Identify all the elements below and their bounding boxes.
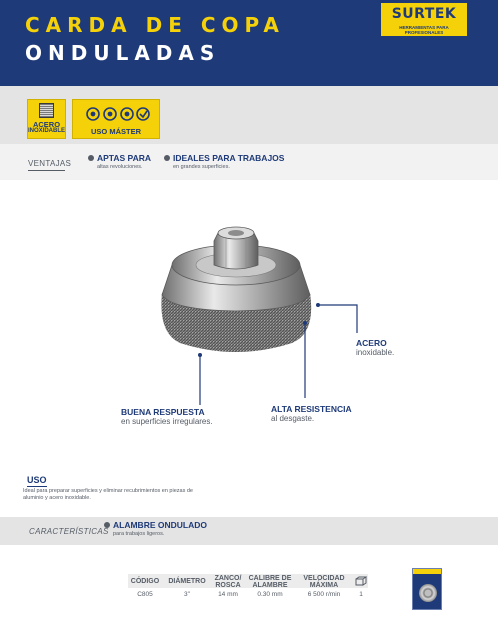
col-zanco-rosca: ZANCO/ ROSCA	[214, 575, 242, 589]
callout-acero-subtitle: inoxidable.	[356, 348, 395, 357]
col-calibre: CALIBRE DE ALAMBRE	[248, 575, 292, 589]
caracteristicas-section: CARACTERÍSTICAS ALAMBRE ONDULADO para tr…	[0, 517, 498, 545]
callout-alta-subtitle: al desgaste.	[271, 414, 315, 423]
ventaja-title: IDEALES PARA TRABAJOS	[173, 153, 285, 163]
title-line-1: CARDA DE COPA	[25, 13, 285, 37]
col-velocidad: VELOCIDAD MÁXIMA	[303, 575, 345, 589]
alta-leader-dot	[303, 321, 307, 325]
acero-leader-dot	[316, 303, 320, 307]
callout-buena-respuesta: BUENA RESPUESTA en superficies irregular…	[121, 407, 213, 426]
caracteristicas-label: CARACTERÍSTICAS	[29, 527, 109, 536]
ventaja-title: APTAS PARA	[97, 153, 151, 163]
bullet-icon	[104, 522, 110, 528]
brand-tagline: HERRAMIENTAS PARA PROFESIONALES	[399, 25, 449, 35]
acero-leader-line	[318, 304, 358, 333]
ventajas-label: VENTAJAS	[28, 159, 72, 168]
cell-codigo: C805	[137, 591, 153, 598]
cell-calibre: 0.30 mm	[257, 591, 283, 598]
callout-alta-title: ALTA RESISTENCIA	[271, 404, 352, 414]
ventajas-section: VENTAJAS APTAS PARA altas revoluciones. …	[0, 144, 498, 180]
brand-name: SURTEK	[391, 6, 457, 22]
bullet-icon	[164, 155, 170, 161]
inoxidable-label: INOXIDABLE	[28, 128, 66, 134]
cell-diametro: 3"	[184, 591, 190, 598]
surtek-logo: SURTEK HERRAMIENTAS PARA PROFESIONALES	[381, 3, 467, 36]
product-package-image	[412, 568, 442, 610]
package-icon	[355, 576, 367, 586]
buena-leader-dot	[198, 353, 202, 357]
uso-master-icons	[86, 107, 150, 121]
table-header-bg	[128, 574, 368, 588]
callout-acero: ACERO inoxidable.	[356, 338, 394, 357]
caracteristica-subtitle: para trabajos ligeros.	[113, 531, 165, 537]
ventaja-subtitle: en grandes superficies.	[173, 164, 230, 170]
badge-strip: ACERO INOXIDABLE USO MÁSTER	[0, 86, 498, 144]
callout-buena-title: BUENA RESPUESTA	[121, 407, 205, 417]
header-banner: CARDA DE COPA ONDULADAS SURTEK HERRAMIEN…	[0, 0, 498, 86]
title-line-2: ONDULADAS	[25, 41, 221, 65]
bullet-icon	[88, 155, 94, 161]
cell-zanco: 14 mm	[218, 591, 238, 598]
col-codigo: CÓDIGO	[130, 578, 160, 585]
caracteristica-title: ALAMBRE ONDULADO	[113, 520, 207, 530]
acero-inoxidable-icon	[39, 103, 54, 118]
ventajas-underline	[28, 170, 65, 171]
callout-acero-title: ACERO	[356, 338, 387, 348]
callout-buena-subtitle: en superficies irregulares.	[121, 417, 213, 426]
acero-inoxidable-badge: ACERO INOXIDABLE	[27, 99, 66, 139]
uso-master-label: USO MÁSTER	[90, 127, 141, 136]
uso-heading: USO	[27, 475, 47, 485]
package-brush-disc	[419, 584, 437, 602]
col-diametro: DIÁMETRO	[168, 578, 206, 585]
acero-label: ACERO	[32, 120, 61, 129]
ventaja-subtitle: altas revoluciones.	[97, 164, 143, 170]
callout-alta-resistencia: ALTA RESISTENCIA al desgaste.	[271, 404, 352, 423]
wire-cup-brush-image	[161, 226, 312, 352]
package-band	[413, 569, 441, 574]
cell-velocidad: 6 500 r/min	[307, 591, 341, 598]
cell-empaque: 1	[359, 591, 363, 598]
uso-master-badge: USO MÁSTER	[72, 99, 160, 139]
uso-underline	[27, 486, 47, 487]
uso-description: Ideal para preparar superficies y elimin…	[23, 488, 193, 501]
